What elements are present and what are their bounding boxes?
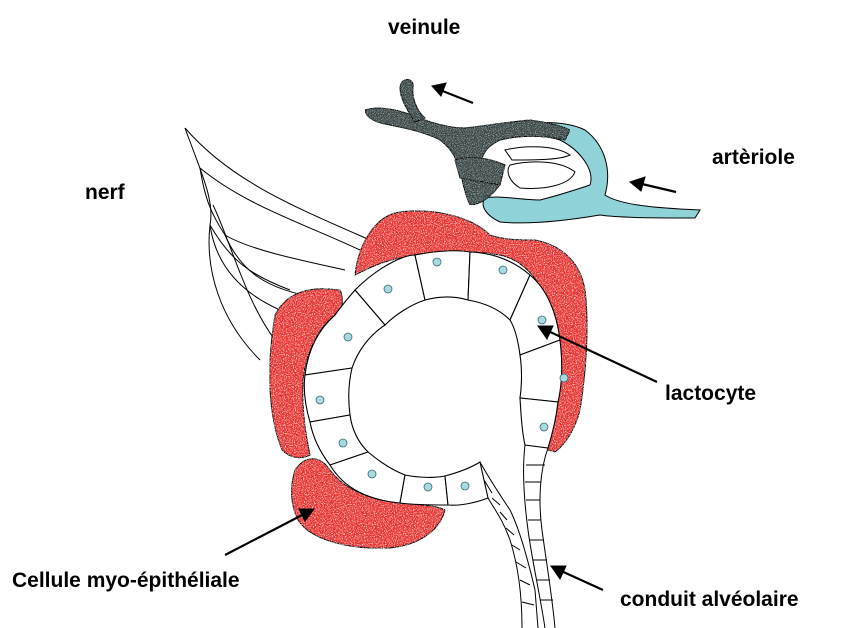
nucleus — [316, 396, 324, 404]
nucleus — [368, 470, 376, 478]
alveolar-duct — [480, 445, 555, 628]
nucleus — [499, 266, 507, 274]
label-lactocyte: lactocyte — [665, 383, 756, 404]
nucleus — [384, 285, 392, 293]
label-nerf: nerf — [85, 182, 125, 203]
nucleus — [461, 482, 469, 490]
label-veinule: veinule — [388, 17, 460, 38]
lactocyte-cell — [415, 251, 470, 300]
lactocyte-cell — [400, 475, 448, 505]
nucleus — [424, 483, 432, 491]
nucleus — [344, 333, 352, 341]
nucleus — [538, 316, 546, 324]
arrow-conduit — [551, 566, 603, 590]
nucleus — [560, 374, 568, 382]
nucleus — [433, 258, 441, 266]
nucleus — [540, 423, 548, 431]
arrow-veinule-flow — [432, 83, 473, 103]
nucleus — [339, 439, 347, 447]
label-myoepithelial-cell: Cellule myo-épithéliale — [12, 570, 240, 591]
label-arteriole: artèriole — [712, 147, 795, 168]
arrow-myoepithelial — [225, 509, 314, 555]
arrow-arteriole-flow — [630, 177, 676, 192]
label-conduit-alveolaire: conduit alvéolaire — [620, 589, 799, 610]
lactocyte-cell — [304, 368, 352, 422]
